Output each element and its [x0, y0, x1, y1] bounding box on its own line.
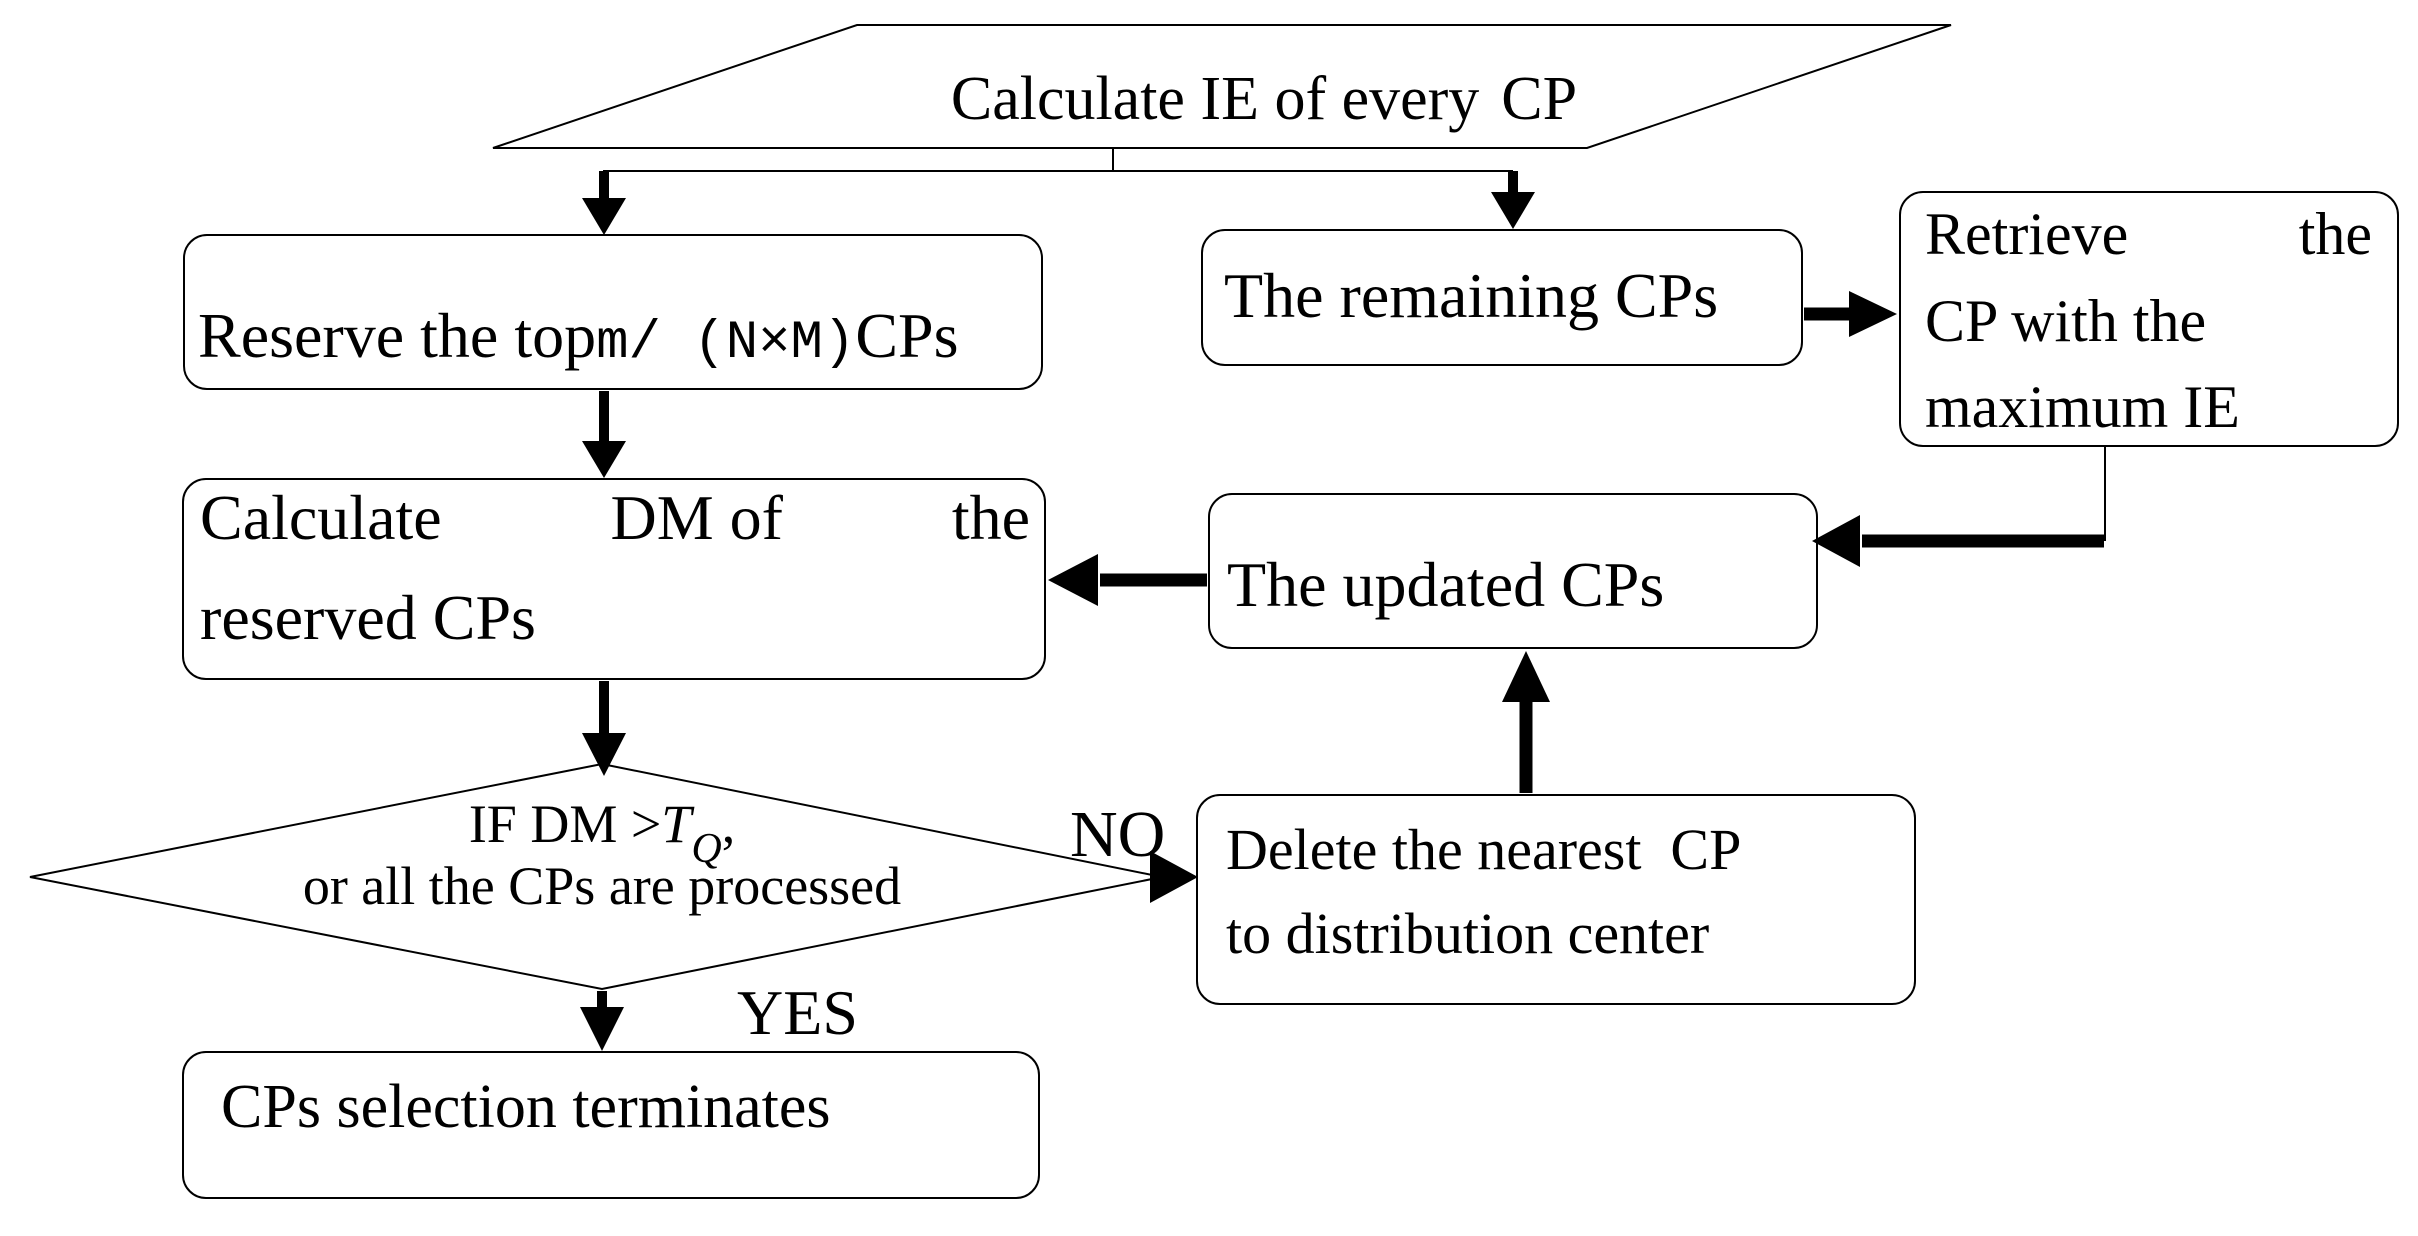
delete-nearest-line1: Delete the nearest CP	[1226, 817, 1742, 882]
arrow-to-remaining	[1491, 171, 1535, 229]
arrow-decision-head	[582, 733, 626, 776]
node-updated-cps	[1208, 493, 1818, 649]
arrow-to-reserve-head	[582, 198, 626, 235]
retrieve-line1: Retrieve the	[1925, 204, 2372, 264]
reserve-prefix: Reserve the top	[198, 300, 597, 371]
calculate-ie-cp: CP	[1501, 65, 1578, 133]
node-reserve-top	[183, 234, 1043, 390]
arrow-retrieve-head	[1812, 515, 1860, 567]
split-connector	[603, 148, 1513, 172]
reserve-formula: m/ (N×M)	[596, 313, 856, 374]
arrow-reserve-to-calculate-dm	[582, 391, 626, 478]
arrow-no-head	[1150, 851, 1198, 903]
arrow-to-remaining-head	[1491, 192, 1535, 229]
arrow-updated-to-calculate-dm	[1048, 554, 1207, 606]
calculate-dm-word1: Calculate	[200, 482, 442, 553]
calculate-dm-line2: reserved CPs	[200, 582, 536, 653]
retrieve-line1-left: Retrieve	[1925, 201, 2129, 267]
calculate-dm-line1: Calculate DM of the	[200, 486, 1030, 550]
reserve-top-label: Reserve the topm/ (N×M)CPs	[198, 304, 959, 371]
delete-nearest-line2: to distribution center	[1226, 901, 1710, 966]
node-calculate-dm	[182, 478, 1046, 680]
arrow-delete-head	[1502, 651, 1550, 702]
node-remaining-cps	[1201, 229, 1803, 366]
arrow-yes	[580, 991, 624, 1051]
decision-line2: or all the CPs are processed	[302, 856, 902, 916]
calculate-dm-word2: DM of	[610, 482, 783, 553]
decision-diamond	[29, 762, 1163, 991]
arrow-calculate-dm-to-decision	[582, 681, 626, 776]
calculate-ie-parallelogram	[492, 24, 1952, 149]
remaining-cps-label: The remaining CPs	[1224, 260, 1719, 331]
retrieve-line3: maximum IE	[1925, 374, 2240, 440]
retrieve-line1-right: the	[2298, 201, 2372, 267]
label-yes: YES	[737, 977, 858, 1048]
calculate-dm-word3: the	[951, 482, 1030, 553]
label-no: NO	[1070, 798, 1166, 871]
retrieve-line2: CP with the	[1925, 288, 2207, 354]
arrow-retrieve-to-updated	[1812, 447, 2106, 567]
arrow-yes-head	[580, 1007, 624, 1051]
arrow-reserve-head	[582, 441, 626, 478]
arrow-delete-to-updated	[1502, 651, 1550, 793]
decision-variable: T	[661, 794, 692, 854]
arrow-remaining-head	[1849, 291, 1897, 337]
decision-comma: ,	[721, 794, 736, 854]
arrow-to-reserve	[582, 171, 626, 235]
calculate-ie-text: Calculate IE of every	[950, 65, 1480, 133]
updated-cps-label: The updated CPs	[1227, 549, 1665, 620]
node-delete-nearest	[1196, 794, 1916, 1005]
arrow-updated-head	[1048, 554, 1098, 606]
arrow-remaining-to-retrieve	[1804, 291, 1897, 337]
node-terminates	[182, 1051, 1040, 1199]
calculate-ie-label: Calculate IE of every CP	[539, 68, 1989, 130]
decision-subscript: Q	[691, 826, 722, 872]
terminates-label: CPs selection terminates	[221, 1073, 831, 1141]
decision-line1: IF DM >TQ,	[302, 794, 902, 870]
node-retrieve-max-ie	[1899, 191, 2399, 447]
reserve-suffix: CPs	[855, 300, 959, 371]
decision-prefix: IF DM >	[468, 794, 662, 854]
